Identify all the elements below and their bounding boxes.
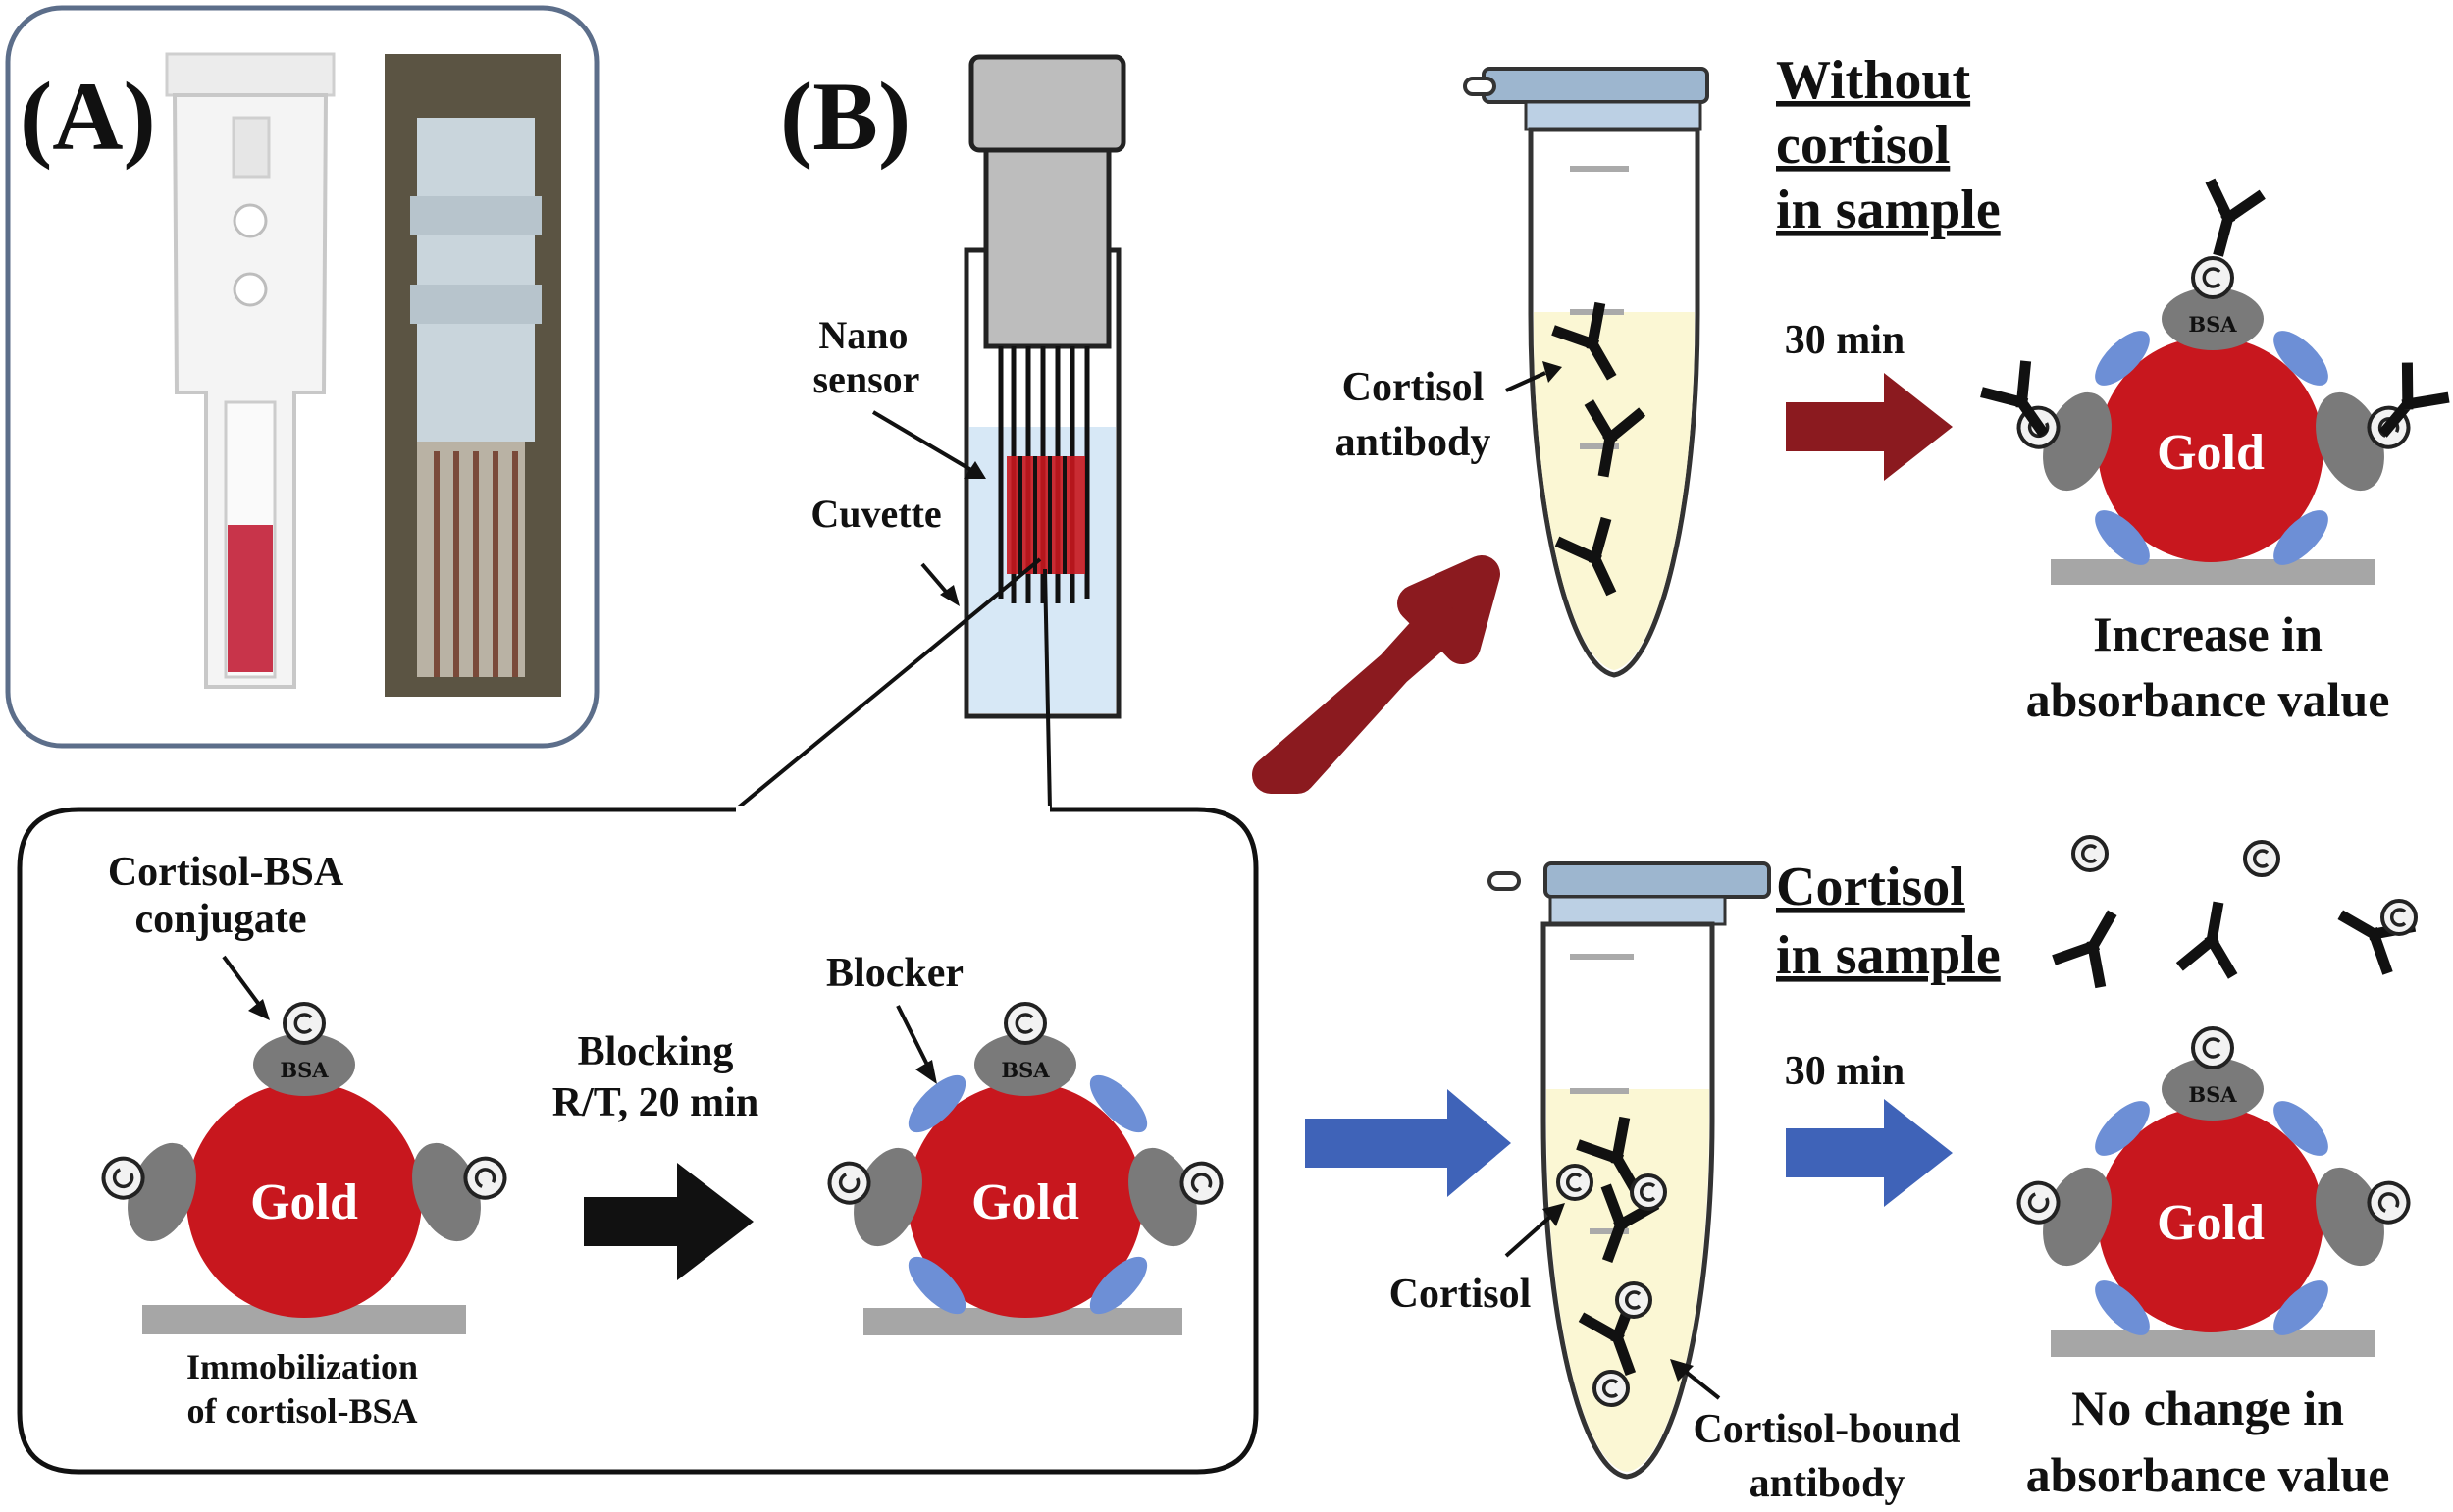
bsa-label: BSA xyxy=(280,1058,329,1082)
top-result-1: Increase in xyxy=(2093,606,2323,661)
tube-with-cortisol xyxy=(1487,861,1771,1480)
gold-particle-blocked: Gold BSA xyxy=(810,1002,1240,1335)
bottom-title-2: in sample xyxy=(1776,925,2001,986)
bottom-result-2: absorbance value xyxy=(2026,1447,2390,1502)
immobilization-inset: Cortisol-BSA conjugate Gold BSA Immobili… xyxy=(17,806,1259,1475)
bsa-label: BSA xyxy=(2188,1082,2237,1107)
gold-particle-antibody-bound: Gold BSA xyxy=(1987,185,2443,585)
sensor-cartridge xyxy=(165,52,336,689)
immobilization-label-2: of cortisol-BSA xyxy=(187,1391,418,1431)
blocker-label: Blocker xyxy=(826,951,964,996)
bsa-label: BSA xyxy=(2188,312,2237,337)
top-title-3: in sample xyxy=(1776,180,2001,240)
top-title-2: cortisol xyxy=(1776,115,1950,176)
sensor-photo xyxy=(385,54,561,697)
bsa-label: BSA xyxy=(1001,1058,1050,1082)
tube-without-cortisol xyxy=(1463,67,1709,678)
cuvette-label: Cuvette xyxy=(810,492,941,536)
bound-label-2: antibody xyxy=(1749,1461,1905,1506)
panel-b: (B) Nano sens xyxy=(734,54,1126,811)
top-result-2: absorbance value xyxy=(2026,672,2390,727)
sensor-red-region xyxy=(228,525,273,672)
antibody-label-2: antibody xyxy=(1335,420,1491,465)
panel-a: (A) xyxy=(5,5,600,749)
cuvette xyxy=(964,54,1126,719)
bottom-time-label: 30 min xyxy=(1785,1049,1905,1094)
sensor-cap xyxy=(968,54,1126,153)
gold-particle-unchanged: Gold BSA xyxy=(2000,1026,2427,1357)
gold-label: Gold xyxy=(2157,1195,2265,1251)
red-diagonal-arrow xyxy=(1252,555,1500,794)
bottom-title-1: Cortisol xyxy=(1776,857,1965,917)
top-time-label: 30 min xyxy=(1785,318,1905,363)
gold-label: Gold xyxy=(250,1174,358,1230)
antibody-label-1: Cortisol xyxy=(1342,365,1485,410)
nano-sensor-pointer xyxy=(871,410,983,478)
panel-b-label: (B) xyxy=(780,62,911,171)
nano-sensor-label-2: sensor xyxy=(813,357,920,401)
top-title-1: Without xyxy=(1776,50,1970,111)
blocking-arrow xyxy=(584,1163,754,1280)
immobilization-label-1: Immobilization xyxy=(186,1347,418,1386)
blue-main-arrow xyxy=(1305,1089,1511,1197)
gold-label: Gold xyxy=(2157,425,2265,481)
bound-label-1: Cortisol-bound xyxy=(1693,1407,1960,1452)
top-red-arrow xyxy=(1786,373,1953,481)
blocking-label-2: R/T, 20 min xyxy=(552,1080,758,1125)
bottom-result-1: No change in xyxy=(2071,1381,2344,1435)
gold-particle-immobilized: Gold BSA xyxy=(84,1002,524,1334)
conjugate-label-2: conjugate xyxy=(135,897,307,942)
cortisol-label: Cortisol xyxy=(1389,1272,1532,1317)
panel-a-label: (A) xyxy=(20,62,156,171)
nano-sensor-label-1: Nano xyxy=(818,313,908,357)
free-bound-antibodies xyxy=(2059,835,2418,982)
blocking-label-1: Blocking xyxy=(578,1029,734,1074)
bottom-blue-arrow xyxy=(1786,1099,1953,1207)
conjugate-label-1: Cortisol-BSA xyxy=(108,850,344,895)
bottom-path: Cortisol Cortisol-bound antibody Cortiso… xyxy=(1305,835,2427,1506)
gold-label: Gold xyxy=(971,1174,1079,1230)
top-path: Cortisol antibody Without cortisol in sa… xyxy=(1252,50,2443,794)
